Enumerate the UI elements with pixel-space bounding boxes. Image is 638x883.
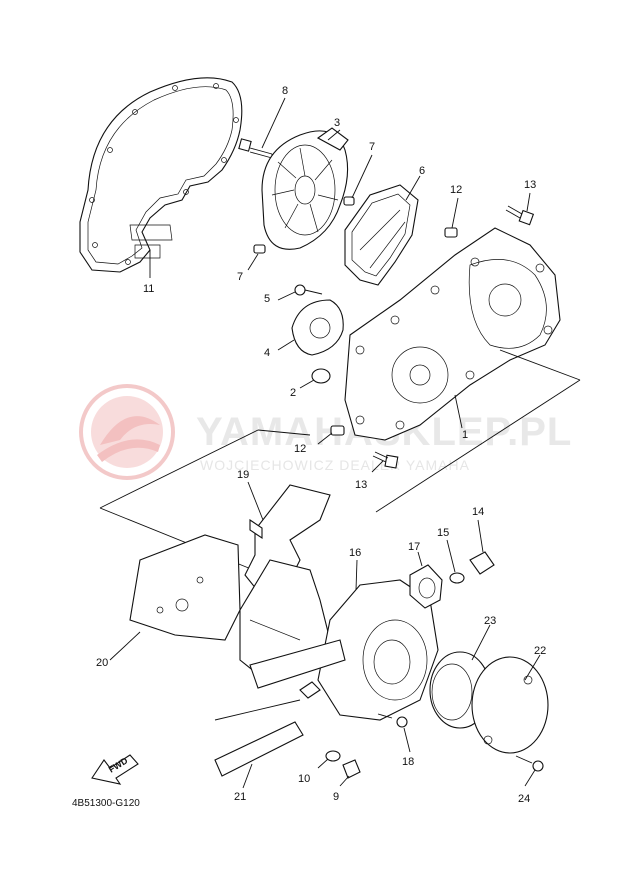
callout-7b: 7 [237, 271, 243, 283]
callout-3: 3 [334, 117, 340, 129]
callout-4: 4 [264, 347, 270, 359]
callout-11: 11 [143, 283, 154, 295]
part-crankcase-cover-1 [344, 227, 561, 441]
part-oring-15 [446, 539, 465, 584]
part-screw-5 [277, 284, 323, 301]
callout-24: 24 [518, 793, 530, 805]
part-gasket-11 [79, 77, 243, 278]
watermark: YAMAHASKLEP.PL WOJCIECHOWICZ DEALER YAMA… [79, 384, 571, 480]
callout-23: 23 [484, 615, 496, 627]
watermark-logo [79, 384, 175, 480]
callout-8: 8 [282, 85, 288, 97]
callout-18: 18 [402, 756, 414, 768]
callout-labels: 1 2 3 4 5 6 7 7 8 9 10 11 12 12 13 13 14… [96, 85, 546, 805]
part-cap-2 [299, 368, 331, 389]
callout-16: 16 [349, 547, 361, 559]
callout-10: 10 [298, 773, 310, 785]
part-outer-cover-16 [249, 559, 439, 721]
watermark-subtitle: WOJCIECHOWICZ DEALER YAMAHA [200, 457, 470, 473]
callout-12b: 12 [294, 443, 306, 455]
callout-13a: 13 [524, 179, 536, 191]
callout-7a: 7 [369, 141, 375, 153]
part-oring-10 [317, 750, 341, 769]
part-plate-4 [277, 299, 344, 356]
part-screw-18 [377, 713, 411, 753]
callout-9: 9 [333, 791, 339, 803]
callout-19: 19 [237, 469, 249, 481]
part-plug-14 [469, 519, 495, 575]
diagram-code: 4B51300-G120 [72, 798, 140, 809]
part-dowel-7b [247, 244, 266, 271]
callout-21: 21 [234, 791, 246, 803]
callout-6: 6 [419, 165, 425, 177]
callout-14: 14 [472, 506, 484, 518]
callout-20: 20 [96, 657, 108, 669]
part-grommet-17 [409, 551, 443, 609]
part-dowel-12b [317, 425, 345, 445]
part-bolt-13b [371, 451, 399, 473]
callout-1: 1 [462, 429, 468, 441]
callout-15: 15 [437, 527, 449, 539]
callout-13b: 13 [355, 479, 367, 491]
part-impeller-3 [261, 127, 349, 250]
callout-5: 5 [264, 293, 270, 305]
part-strip-21 [214, 699, 304, 789]
part-duct-20 [109, 534, 241, 661]
part-screw-24 [515, 755, 544, 787]
callout-2: 2 [290, 387, 296, 399]
callout-17: 17 [408, 541, 420, 553]
part-dowel-12a [444, 197, 459, 238]
callout-22: 22 [534, 645, 546, 657]
fwd-arrow-icon: FWD [91, 754, 139, 785]
part-dowel-7a [343, 154, 373, 206]
callout-12a: 12 [450, 184, 462, 196]
part-bolt-8 [238, 97, 286, 159]
part-gasket-6 [344, 175, 421, 286]
part-plug-9 [339, 759, 361, 787]
part-plate-22 [471, 654, 549, 754]
part-bolt-13a [505, 192, 535, 226]
